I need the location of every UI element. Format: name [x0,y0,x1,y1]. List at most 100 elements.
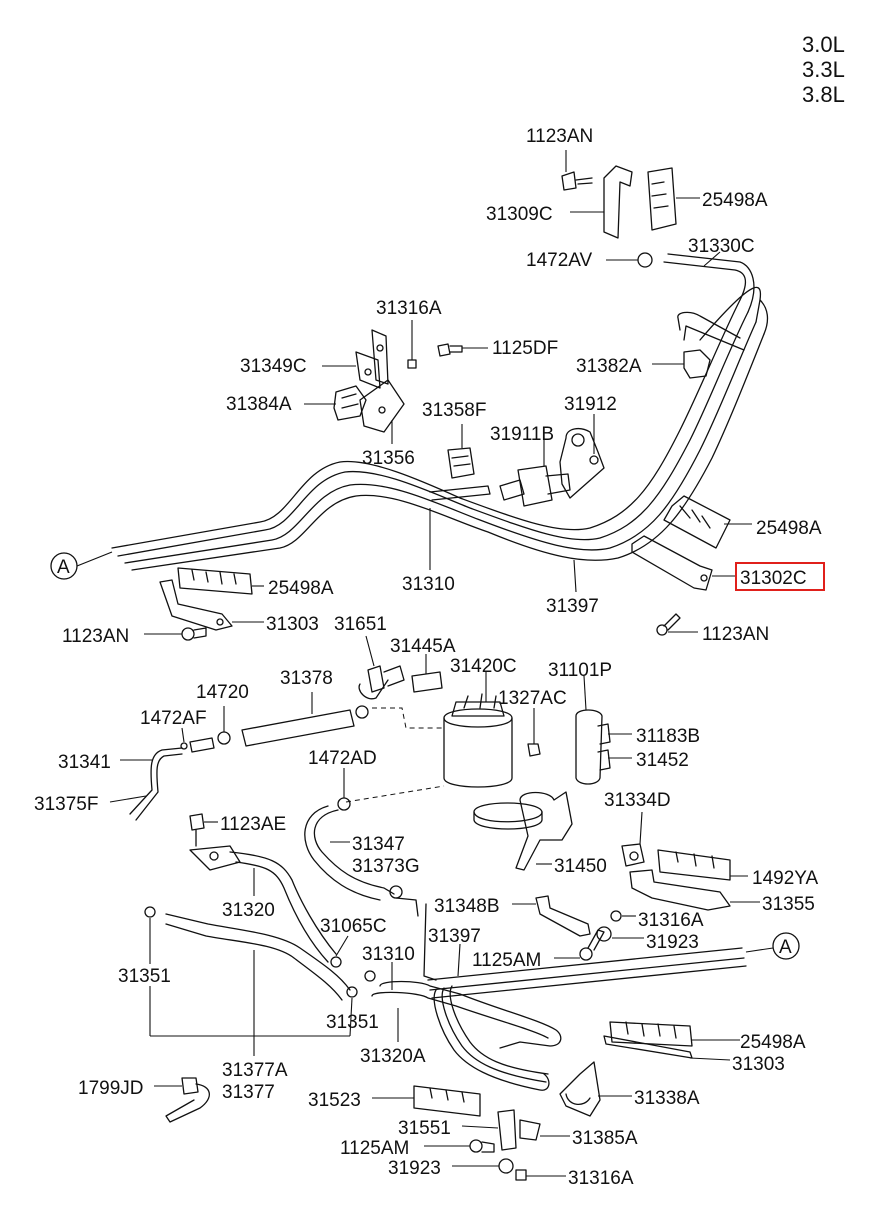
clamp-31384A [304,385,367,421]
label-1125DF: 1125DF [492,338,558,359]
label-25498A-bottom: 25498A [740,1032,806,1053]
label-1123AN-right: 1123AN [702,624,769,645]
label-31065C: 31065C [320,916,387,937]
engine-code-1: 3.0L [802,32,845,57]
label-31349C: 31349C [240,356,307,377]
label-25498A-right: 25498A [756,518,822,539]
label-31334D: 31334D [604,790,671,811]
label-31373G: 31373G [352,856,420,877]
tube-31320 [189,845,337,963]
svg-text:A: A [57,557,70,578]
label-1123AE: 1123AE [220,814,286,835]
label-31341: 31341 [58,752,111,773]
bolt-1125AM-bottom [424,1139,495,1153]
label-1123AN-top: 1123AN [526,126,593,147]
clip-31065C [330,935,376,982]
label-1123AN-left: 1123AN [62,626,129,647]
label-31911B: 31911B [490,424,554,445]
label-31358F: 31358F [422,400,486,421]
clip-1472AV [606,252,653,268]
label-1327AC: 1327AC [498,688,567,709]
bracket-31303-top [159,579,264,631]
label-31316A-bottom: 31316A [568,1168,634,1189]
hose-31347 [304,805,395,901]
label-31310-top: 31310 [402,574,455,595]
label-31375F: 31375F [34,794,98,815]
clip-1472AD [337,768,351,811]
label-1492YA: 1492YA [752,868,819,889]
label-31303-top: 31303 [266,614,319,635]
bracket-31355 [629,869,760,911]
label-1472AV: 1472AV [526,250,593,271]
clamp-31382A [652,349,711,379]
lower-fuel-tube-bundle [371,897,747,1091]
spacer-31923-bottom [452,1158,514,1174]
label-31338A: 31338A [634,1088,700,1109]
label-1125AM-bottom: 1125AM [340,1138,409,1159]
leader-31397-top [573,559,577,593]
leader-31397-bottom [457,943,461,977]
callout-a-upper: A [50,551,113,580]
bolt-1125AM-mid [554,929,605,961]
label-31183B: 31183B [636,726,700,747]
bracket-1123AE [189,813,218,847]
label-31101P: 31101P [548,660,612,681]
label-31523: 31523 [308,1090,361,1111]
clamp-31523 [372,1085,481,1117]
label-31551: 31551 [398,1118,451,1139]
nut-1327AC [527,708,541,757]
label-31320: 31320 [222,900,275,921]
label-31651: 31651 [334,614,387,635]
clip-1799JD [154,1077,210,1123]
bracket-31349C [322,329,389,389]
label-31385A: 31385A [572,1128,638,1149]
pad-31452 [597,749,632,771]
label-31912: 31912 [564,394,617,415]
valve-31911B [499,438,571,507]
label-14720: 14720 [196,682,249,703]
fitting-31651 [358,635,405,700]
label-31330C: 31330C [688,236,755,257]
label-31377: 31377 [222,1082,275,1103]
label-31378: 31378 [280,668,333,689]
bolt-1123AN-right [656,613,698,636]
label-31316A-top: 31316A [376,298,442,319]
label-31303-bottom: 31303 [732,1054,785,1075]
engine-code-2: 3.3L [802,57,845,82]
part-labels: 1123AN 31309C 25498A 1472AV 31330C 31316… [34,126,822,1189]
label-31923-bottom: 31923 [388,1158,441,1179]
label-31445A: 31445A [390,636,456,657]
pad-31183B [597,723,632,745]
svg-text:A: A [779,937,792,958]
strap-31101P [575,675,603,785]
bracket-31348B [512,895,591,937]
nut-31316A-top [407,320,417,369]
clamp-25498A-bottom [609,1021,740,1047]
clip-31302C [631,535,736,591]
clip-31309C [570,165,633,239]
upper-fuel-tube-bundle [111,253,769,571]
bracket-31338A [559,1061,632,1117]
clamp-25498A-top [647,167,700,231]
label-31384A: 31384A [226,394,292,415]
label-1125AM-mid: 1125AM [472,950,541,971]
clamp-25498A-right [663,495,752,549]
engine-code-3: 3.8L [802,82,845,107]
part-31302C-highlight [735,562,825,591]
spacer-31923-mid [596,926,644,942]
nut-31316A-bottom [515,1169,566,1181]
hose-1472AF [180,727,215,753]
bracket-31450 [473,791,573,871]
clip-31551 [461,1109,517,1151]
leader-31351-left [149,918,353,1056]
label-31302C: 31302C [740,568,807,589]
label-31356: 31356 [362,448,415,469]
label-31310-bottom: 31310 [362,944,415,965]
label-31377A: 31377A [222,1060,288,1081]
clip-14720 [217,706,231,745]
label-1472AD: 1472AD [308,748,377,769]
label-31351-bottom: 31351 [326,1012,379,1033]
bolt-1125DF [437,343,488,357]
label-25498A-left: 25498A [268,578,334,599]
tube-31341 [109,747,183,821]
